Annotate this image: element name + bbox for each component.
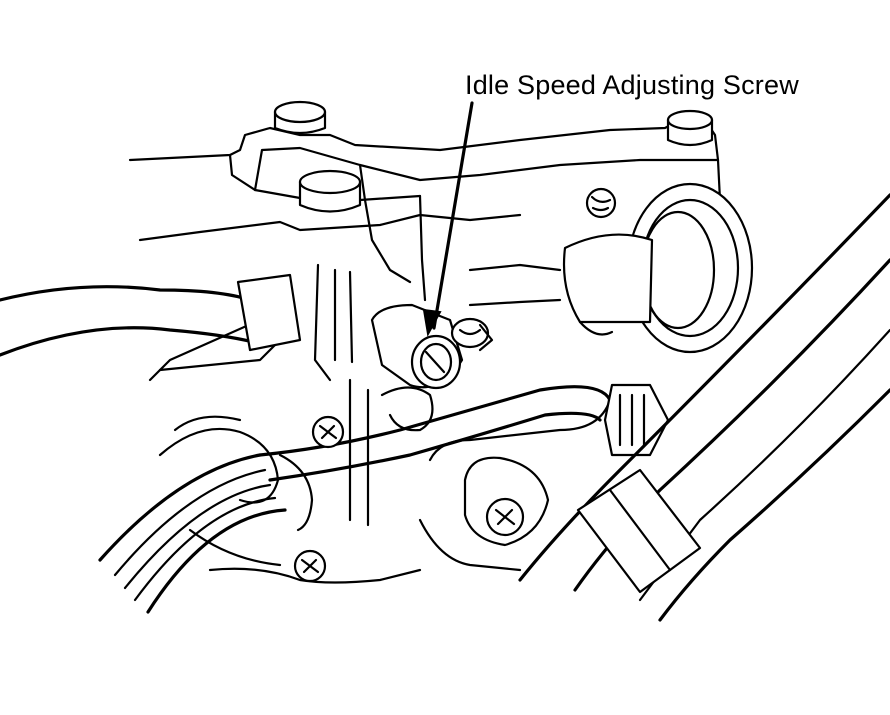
bracket xyxy=(418,398,612,572)
leader-arrow xyxy=(422,101,474,338)
right-hoses xyxy=(518,193,890,622)
throttle-bore xyxy=(370,303,464,390)
connector-block xyxy=(603,383,670,457)
callout-label: Idle Speed Adjusting Screw xyxy=(465,70,799,100)
actuator-housing xyxy=(468,182,754,354)
wire-harness xyxy=(98,415,314,614)
lower-screw-icon xyxy=(293,415,345,583)
top-bolt-heads xyxy=(273,100,714,213)
adjuster-lock-screw-icon xyxy=(450,317,494,352)
flange-screw-icon xyxy=(585,187,617,219)
lower-body xyxy=(188,528,422,584)
central-casting xyxy=(148,263,434,527)
left-hose xyxy=(0,273,302,357)
